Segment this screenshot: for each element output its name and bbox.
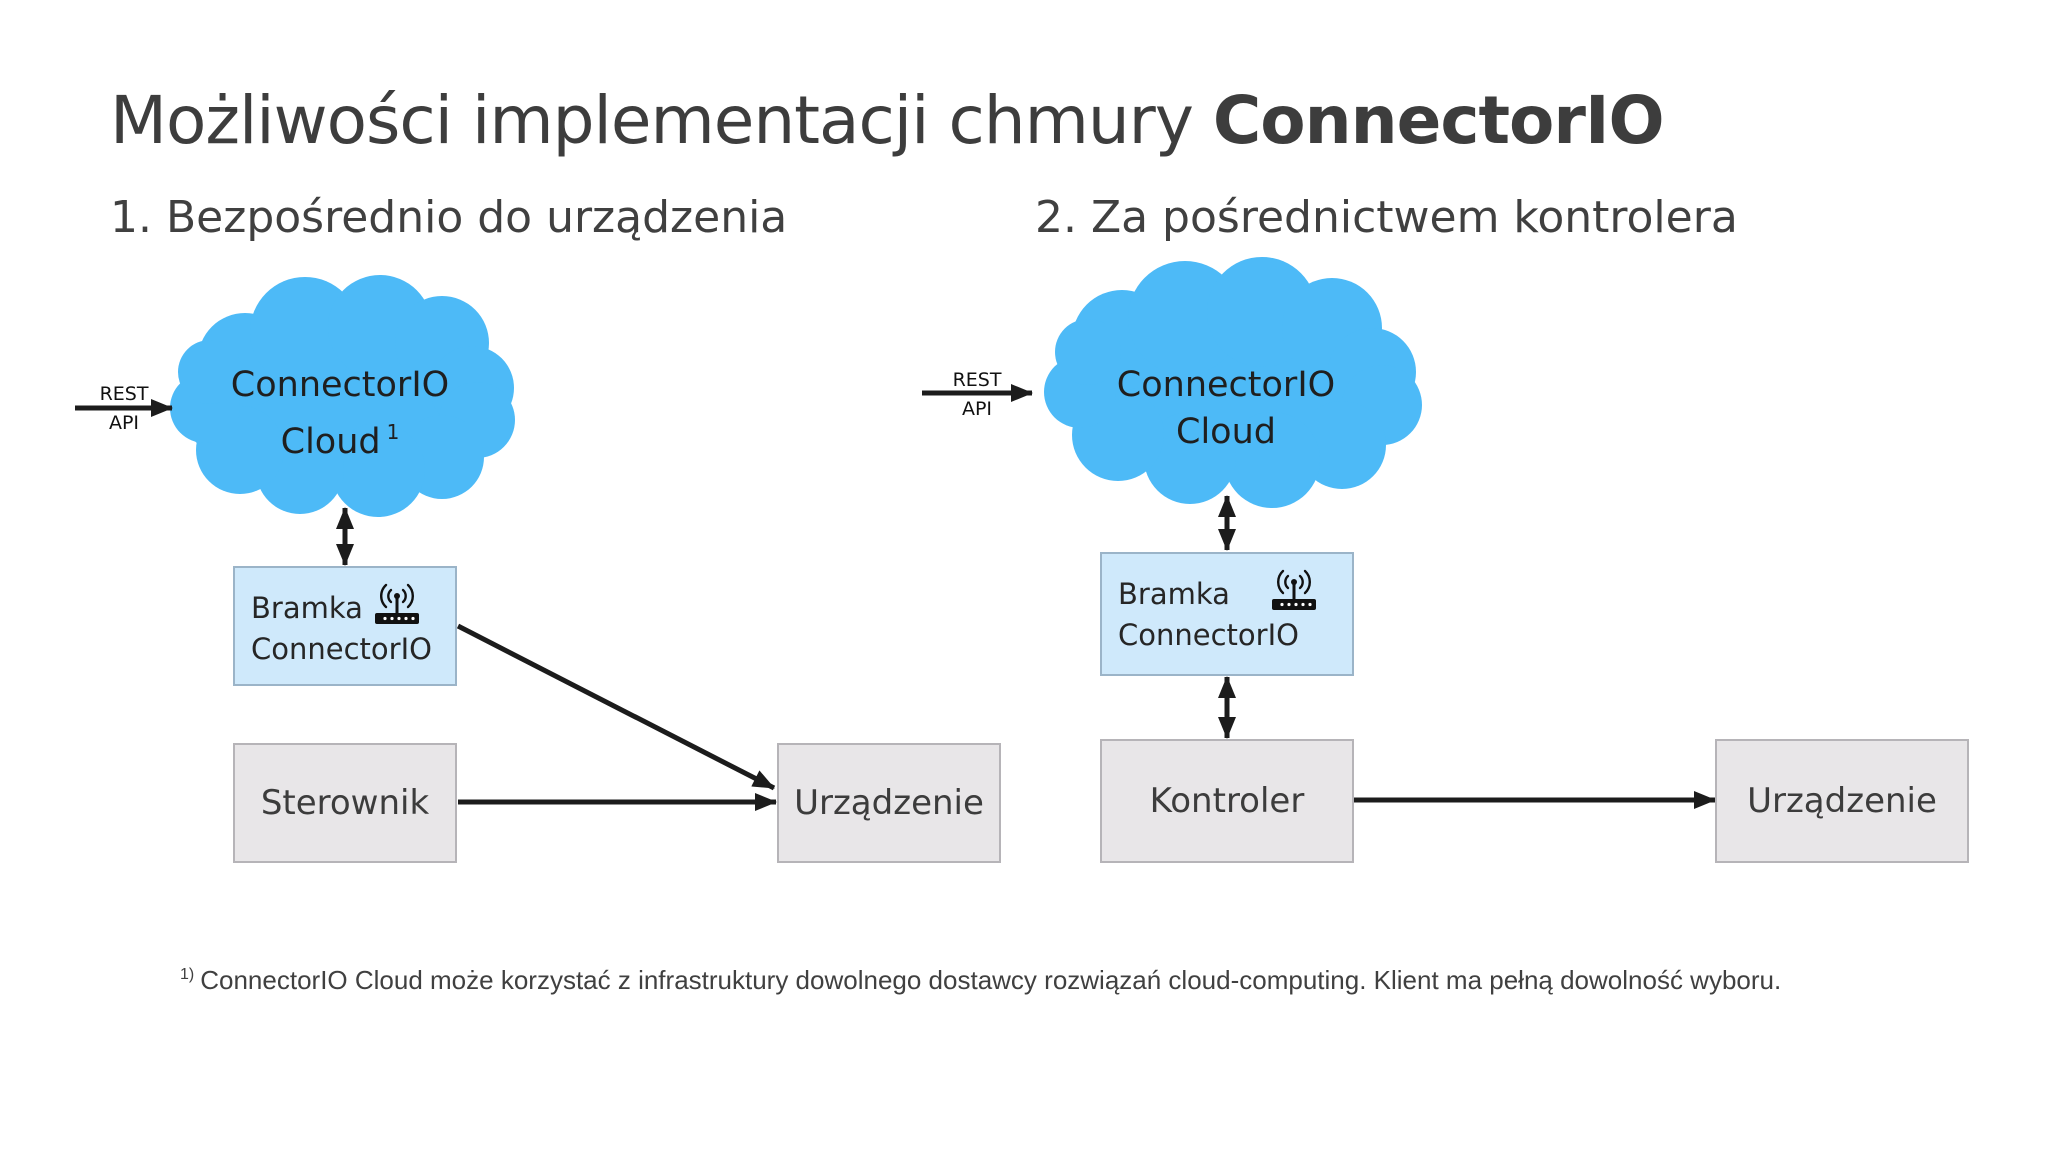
device-label: Urządzenie <box>1747 781 1937 821</box>
rest-api-label: REST API <box>945 366 1009 424</box>
gateway-box: Bramka ConnectorIO <box>1100 552 1354 676</box>
cloud-name-2: Cloud <box>1176 412 1276 452</box>
cloud-name-2: Cloud <box>280 422 381 462</box>
option2-heading: 2. Za pośrednictwem kontrolera <box>1035 192 1738 243</box>
rest-label: REST <box>952 369 1002 391</box>
footnote: 1) ConnectorIO Cloud może korzystać z inf… <box>180 965 1781 996</box>
gateway-label: Bramka ConnectorIO <box>251 588 432 670</box>
gateway-line-1: Bramka <box>251 591 363 625</box>
gateway-device-arrow <box>456 623 776 791</box>
gateway-line-1: Bramka <box>1118 577 1230 611</box>
footnote-marker: 1 <box>386 420 400 444</box>
footnote-text: ConnectorIO Cloud może korzystać z infra… <box>200 965 1782 995</box>
rest-label: REST <box>99 383 149 405</box>
controller-box: Sterownik <box>233 743 457 863</box>
controller-box: Kontroler <box>1100 739 1354 863</box>
api-label: API <box>108 412 140 434</box>
device-box: Urządzenie <box>777 743 1001 863</box>
wifi-router-icon <box>375 583 419 624</box>
gateway-box: Bramka ConnectorIO <box>233 566 457 686</box>
footnote-mark: 1) <box>180 966 195 983</box>
title-regular: Możliwości implementacji chmury <box>110 82 1213 159</box>
gateway-line-2: ConnectorIO <box>1118 618 1299 652</box>
gateway-label: Bramka ConnectorIO <box>1118 574 1299 656</box>
gateway-line-2: ConnectorIO <box>251 632 432 666</box>
slide-title: Możliwości implementacji chmury Connecto… <box>110 82 1665 159</box>
cloud-shape <box>1044 257 1422 508</box>
option1-heading: 1. Bezpośrednio do urządzenia <box>110 192 788 243</box>
cloud-name: ConnectorIO <box>1116 365 1336 405</box>
api-label: API <box>961 398 993 420</box>
device-label: Urządzenie <box>794 783 984 823</box>
rest-api-label: REST API <box>92 380 156 438</box>
cloud-label: ConnectorIO Cloud <box>1086 362 1366 456</box>
cloud-shape <box>170 275 515 517</box>
wifi-router-icon <box>1272 569 1316 610</box>
title-bold: ConnectorIO <box>1212 82 1665 159</box>
device-box: Urządzenie <box>1715 739 1969 863</box>
cloud-name: ConnectorIO <box>230 365 450 405</box>
controller-label: Sterownik <box>260 783 430 823</box>
controller-label: Kontroler <box>1149 781 1305 821</box>
